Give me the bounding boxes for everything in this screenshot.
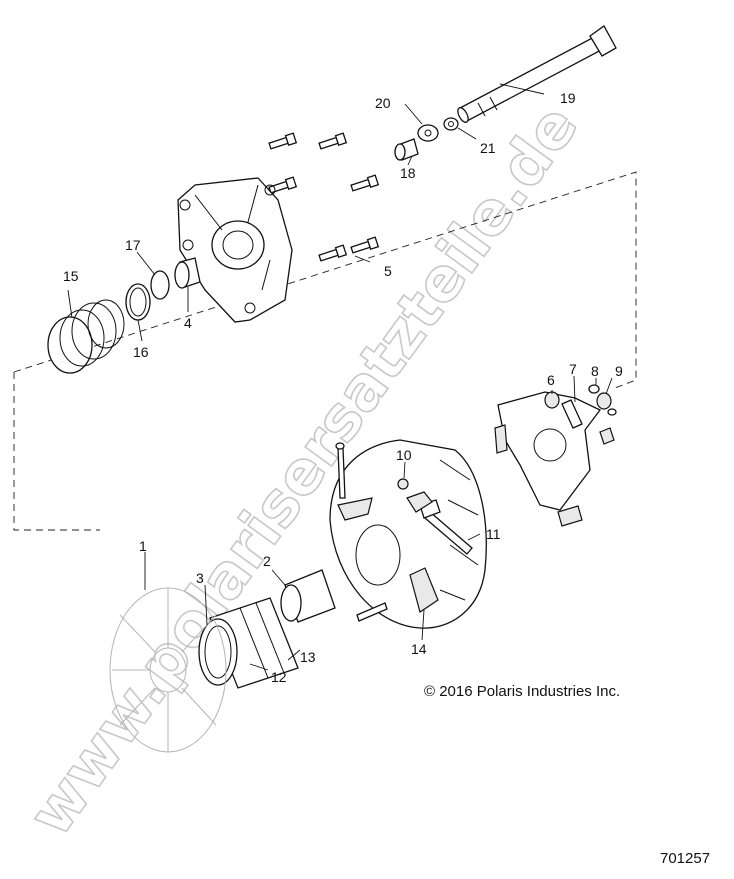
callout-8: 8 xyxy=(591,363,599,379)
callout-labels: 1 2 3 4 5 6 7 8 9 10 11 12 13 14 15 16 1… xyxy=(63,90,623,685)
copyright-text: © 2016 Polaris Industries Inc. xyxy=(424,683,620,700)
callout-13: 13 xyxy=(300,649,316,665)
part-15-spring xyxy=(47,299,125,374)
callout-12: 12 xyxy=(271,669,287,685)
part-2-bushing xyxy=(280,569,336,623)
callout-19: 19 xyxy=(560,90,576,106)
callout-6: 6 xyxy=(547,372,555,388)
part-7-pin xyxy=(561,399,583,429)
callout-18: 18 xyxy=(400,165,416,181)
figure-number: 701257 xyxy=(660,850,710,867)
part-17-ring xyxy=(150,270,170,300)
callout-11: 11 xyxy=(486,526,501,542)
part-long-bolt xyxy=(335,442,346,499)
movable-sheave xyxy=(329,439,487,629)
part-14-weights xyxy=(337,491,439,613)
part-20-washer xyxy=(417,124,439,142)
small-pin xyxy=(356,602,388,622)
part-18-spacer xyxy=(394,138,419,161)
part-21-clip xyxy=(443,117,459,131)
callout-9: 9 xyxy=(615,363,623,379)
callout-20: 20 xyxy=(375,95,391,111)
part-9-bushing xyxy=(596,392,617,416)
part-6-roller xyxy=(544,391,560,409)
callout-10: 10 xyxy=(396,447,412,463)
watermark: www.polarisersatzteile.de xyxy=(15,92,593,850)
callout-3: 3 xyxy=(196,570,204,586)
svg-text:www.polarisersatzteile.de: www.polarisersatzteile.de xyxy=(16,92,592,848)
part-5-bolts xyxy=(268,132,380,262)
part-1-fixed-sheave xyxy=(109,587,227,753)
callout-4: 4 xyxy=(184,315,192,331)
callout-1: 1 xyxy=(139,538,147,554)
part-19-shaft-bolt xyxy=(457,25,617,123)
part-16-ring xyxy=(125,283,151,321)
callout-2: 2 xyxy=(263,553,271,569)
callout-21: 21 xyxy=(480,140,496,156)
part-3-ring xyxy=(198,618,238,686)
part-8-washer xyxy=(588,384,600,394)
callout-14: 14 xyxy=(411,641,427,657)
leader-lines xyxy=(67,83,613,671)
callout-17: 17 xyxy=(125,237,141,253)
spider-assembly xyxy=(494,391,615,527)
callout-7: 7 xyxy=(569,361,577,377)
part-10-nut xyxy=(397,478,409,490)
assembly-boundary-dashed xyxy=(13,171,637,531)
callout-16: 16 xyxy=(133,344,149,360)
callout-5: 5 xyxy=(384,263,392,279)
part-4-bushing xyxy=(174,257,201,289)
callout-15: 15 xyxy=(63,268,79,284)
cover-plate xyxy=(177,177,293,323)
